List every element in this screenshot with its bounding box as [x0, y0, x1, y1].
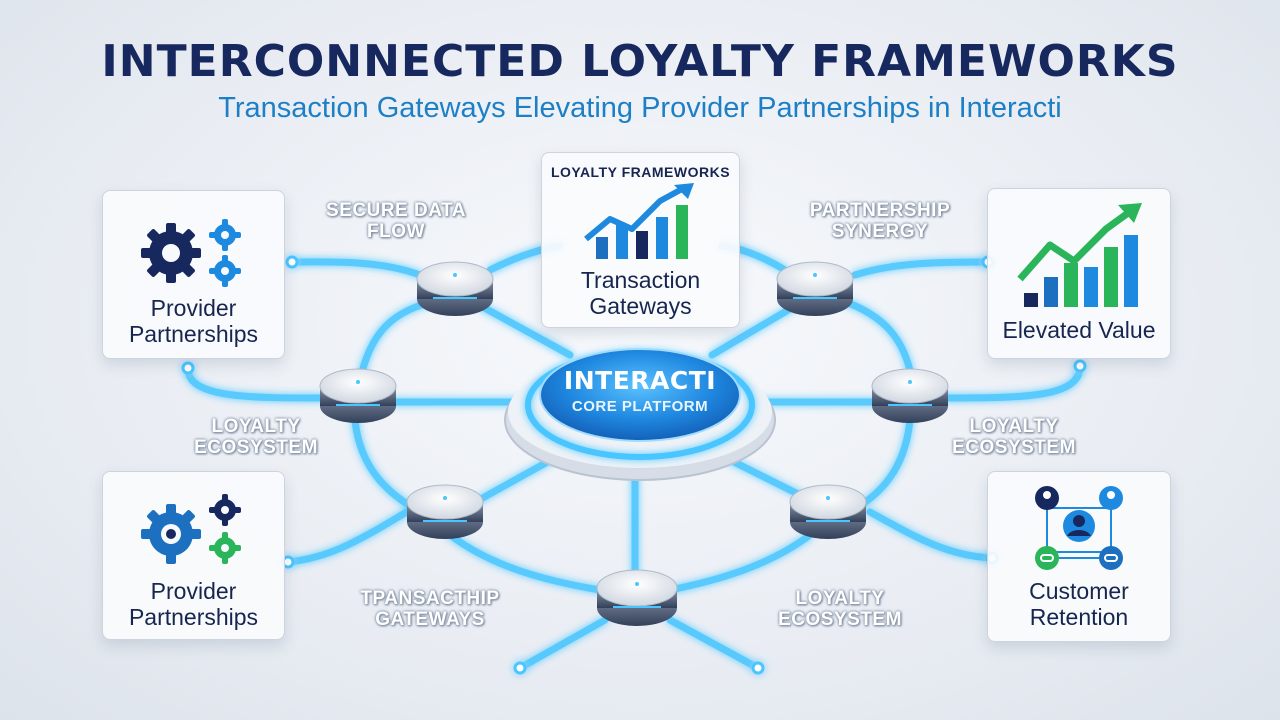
link-bottom-left-card [284, 506, 414, 566]
server-node-bottom-left [406, 484, 484, 539]
card-label: Customer Retention [1029, 578, 1129, 630]
card-label: Provider Partnerships [128, 578, 259, 630]
endpoint-dot [751, 661, 765, 675]
link-bottom-right-bottom [666, 531, 814, 594]
card-transaction-gateways: LOYALTY FRAMEWORKS Transaction Gateways [541, 152, 740, 328]
connection-label-loyalty-ecosystem-right: LOYALTY ECOSYSTEM [952, 416, 1076, 458]
connection-label-secure-data-flow: SECURE DATA FLOW [326, 200, 466, 242]
link-bottom-down-right [666, 616, 762, 672]
endpoint-dot [181, 361, 195, 375]
server-node-bottom-right [789, 484, 867, 539]
page-subtitle: Transaction Gateways Elevating Provider … [218, 92, 1062, 124]
server-nodes [319, 261, 949, 626]
card-elevated-value: Elevated Value [987, 188, 1171, 359]
card-label: Elevated Value [1002, 317, 1156, 343]
card-provider-partnerships-top: Provider Partnerships [102, 190, 285, 359]
core-hub [504, 348, 776, 481]
card-label: Provider Partnerships [128, 295, 259, 347]
link-right-card [938, 364, 1084, 402]
growth-chart-icon [584, 183, 694, 259]
endpoint-dot [513, 661, 527, 675]
connection-label-loyalty-ecosystem-left: LOYALTY ECOSYSTEM [194, 416, 318, 458]
link-top-left-card [288, 258, 424, 279]
server-node-bottom [596, 569, 678, 626]
link-left-card [184, 366, 329, 402]
link-core-top-left [466, 296, 574, 359]
card-provider-partnerships-bottom: Provider Partnerships [102, 471, 285, 640]
connection-label-loyalty-ecosystem-bottom: LOYALTY ECOSYSTEM [778, 588, 902, 630]
core-platform-label: CORE PLATFORM [571, 398, 709, 415]
link-top-right-right [836, 296, 916, 384]
link-bottom-right-card [866, 508, 996, 562]
card-label: Transaction Gateways [580, 267, 701, 319]
card-caption: LOYALTY FRAMEWORKS [550, 164, 731, 180]
core-platform-name: INTERACTI [563, 366, 717, 395]
server-node-top-left [416, 261, 494, 316]
server-node-top-right [776, 261, 854, 316]
server-node-right [871, 368, 949, 423]
card-customer-retention: Customer Retention [987, 471, 1171, 642]
connected-users-icon [1035, 486, 1123, 570]
link-top-left-left [356, 296, 444, 384]
link-bottom-left-bottom [446, 531, 604, 594]
connection-label-transacthip-gateways: TPANSACTHIP GATEWAYS [360, 588, 500, 630]
gears-icon [141, 219, 241, 287]
gears-icon [141, 494, 241, 564]
endpoint-dot [285, 255, 299, 269]
connection-label-partnership-synergy: PARTNERSHIP SYNERGY [809, 200, 951, 242]
link-top-right-card [851, 258, 992, 279]
server-node-left [319, 368, 397, 423]
growth-chart-icon [1017, 203, 1142, 307]
link-bottom-down-left [516, 616, 609, 672]
endpoint-dot [1073, 359, 1087, 373]
page-title: INTERCONNECTED LOYALTY FRAMEWORKS [101, 36, 1179, 87]
